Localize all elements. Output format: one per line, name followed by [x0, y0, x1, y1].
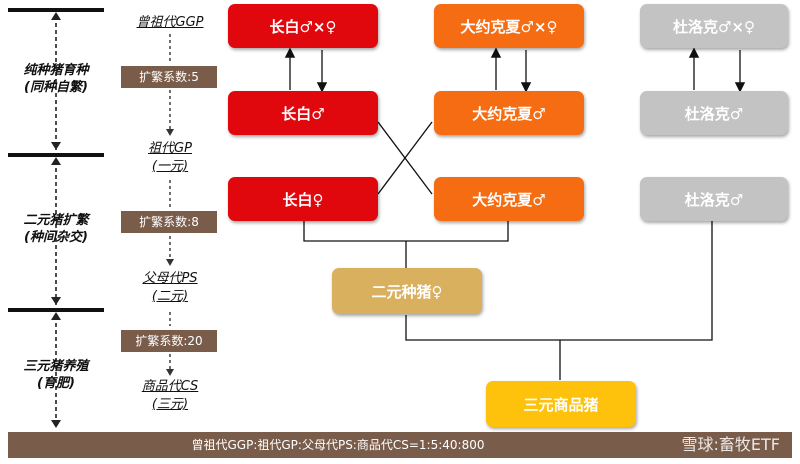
generation-line2: (一元) — [151, 159, 189, 174]
stage-label-three-breed: 三元猪养殖 (育肥) — [4, 358, 108, 392]
expansion-coefficient-1: 扩繁系数:5 — [121, 66, 217, 88]
generation-ratio: 曾祖代GGP:祖代GP:父母代PS:商品代CS=1:5:40:800 — [191, 438, 485, 452]
generation-cs: 商品代CS (三元) — [118, 378, 222, 414]
stage-arrows — [51, 12, 61, 428]
generation-ggp: 曾祖代GGP — [118, 14, 222, 32]
duroc-pair-box: 杜洛克♂×♀ — [640, 4, 788, 48]
generation-arrows — [166, 34, 174, 376]
stage-line2: (同种自繁) — [24, 80, 88, 95]
landrace-female-box: 长白♀ — [228, 177, 378, 221]
stage-line2: (种间杂交) — [24, 230, 88, 245]
stage-label-purebred: 纯种猪育种 (同种自繁) — [4, 62, 108, 96]
two-breed-sow-box: 二元种猪♀ — [332, 268, 482, 314]
stage-divider-top — [8, 8, 104, 12]
yorkshire-pair-box: 大约克夏♂×♀ — [434, 4, 584, 48]
yorkshire-male-box: 大约克夏♂ — [434, 91, 584, 135]
generation-line1: 父母代PS — [142, 271, 198, 286]
stage-line1: 二元猪扩繁 — [23, 213, 89, 228]
stage-line2: (育肥) — [37, 376, 75, 391]
stage-line1: 三元猪养殖 — [23, 359, 89, 374]
stage-divider-1 — [8, 153, 104, 157]
footer-bar: 曾祖代GGP:祖代GP:父母代PS:商品代CS=1:5:40:800 雪球:畜牧… — [8, 432, 792, 458]
breeding-connectors — [284, 47, 746, 380]
stage-label-two-breed: 二元猪扩繁 (种间杂交) — [4, 212, 108, 246]
generation-line1: 祖代GP — [148, 141, 192, 156]
stage-line1: 纯种猪育种 — [23, 63, 89, 78]
duroc-male-box: 杜洛克♂ — [640, 177, 788, 221]
generation-line2: (三元) — [151, 397, 189, 412]
landrace-male-box: 长白♂ — [228, 91, 378, 135]
landrace-pair-box: 长白♂×♀ — [228, 4, 378, 48]
three-breed-pig-box: 三元商品猪 — [486, 381, 636, 427]
stage-divider-2 — [8, 308, 104, 312]
expansion-coefficient-2: 扩繁系数:8 — [121, 211, 217, 233]
yorkshire-female-box: 大约克夏♂ — [434, 177, 584, 221]
generation-ps: 父母代PS (二元) — [118, 270, 222, 306]
expansion-coefficient-3: 扩繁系数:20 — [121, 330, 217, 352]
duroc-male-top-box: 杜洛克♂ — [640, 91, 788, 135]
generation-line1: 商品代CS — [141, 379, 199, 394]
generation-gp: 祖代GP (一元) — [118, 140, 222, 176]
watermark: 雪球:畜牧ETF — [681, 435, 780, 454]
generation-line1: 曾祖代GGP — [136, 15, 204, 30]
generation-line2: (二元) — [151, 289, 189, 304]
